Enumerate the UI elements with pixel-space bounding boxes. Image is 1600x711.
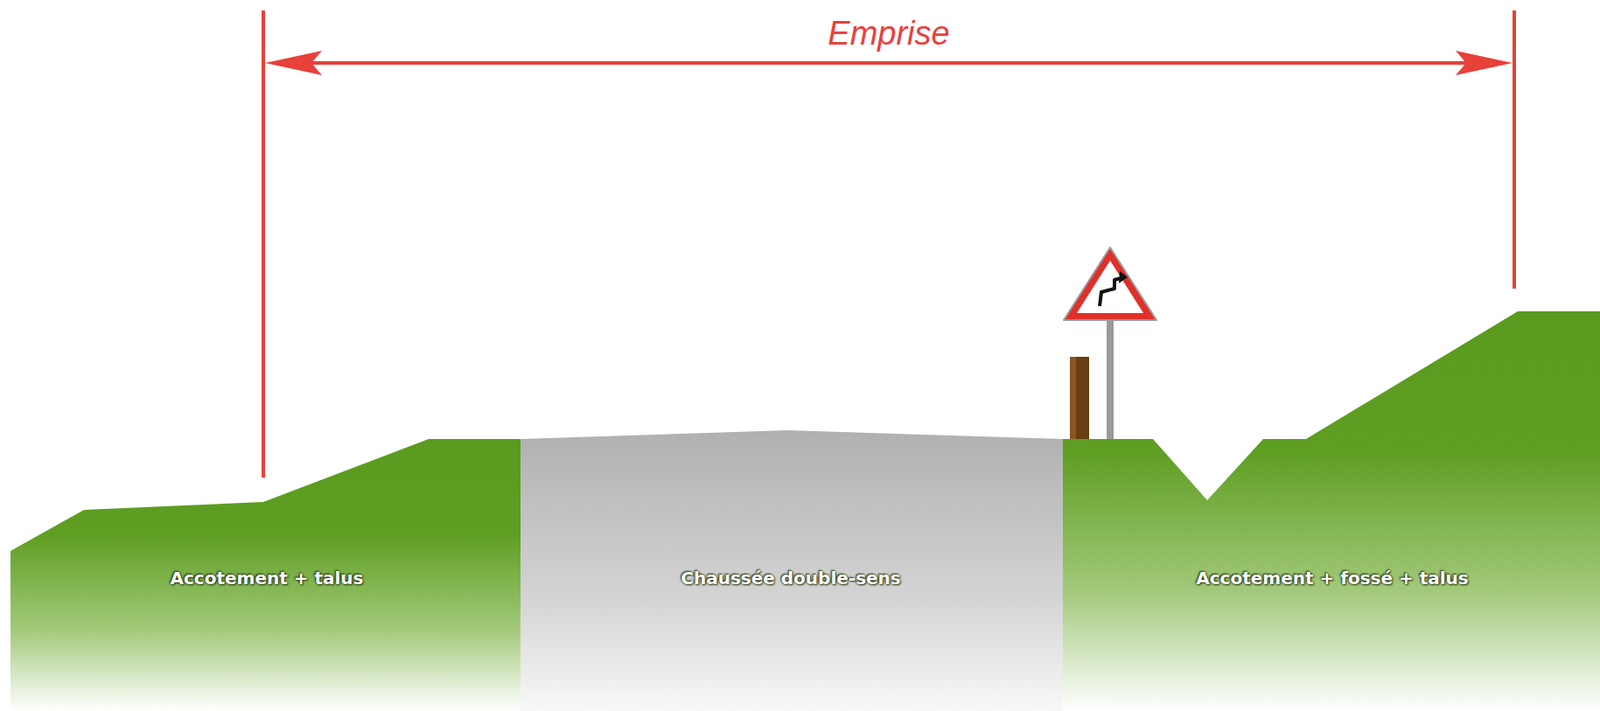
dimension-line <box>288 61 1489 65</box>
carriageway-band: Chaussée double-sens <box>519 428 1065 711</box>
arrow-head <box>265 50 322 76</box>
marker-post <box>1069 356 1076 441</box>
shoulder-ditch-band: Accotement + fossé + talus <box>1062 309 1600 711</box>
carriageway-band-fill <box>520 430 1064 711</box>
shoulder-band-fill <box>10 439 522 711</box>
arrow-head <box>1455 50 1513 76</box>
shoulder-ditch-band-fill <box>1062 311 1600 711</box>
double-bend-symbol <box>1099 278 1122 307</box>
dimension-label: Emprise <box>827 14 950 53</box>
band-label: Accotement + talus <box>170 567 364 589</box>
marker-post <box>1069 356 1090 441</box>
warning-sign <box>1076 260 1144 314</box>
band-label: Accotement + fossé + talus <box>1195 567 1469 589</box>
shoulder-band: Accotement + talus <box>0 437 522 711</box>
double-bend-symbol <box>1118 271 1128 284</box>
shoulder-ditch-band-shape <box>1062 309 1600 711</box>
warning-sign <box>1063 247 1157 321</box>
dimension-line <box>1512 10 1517 289</box>
band-label: Chaussée double-sens <box>680 567 902 589</box>
dimension-line <box>261 10 266 478</box>
